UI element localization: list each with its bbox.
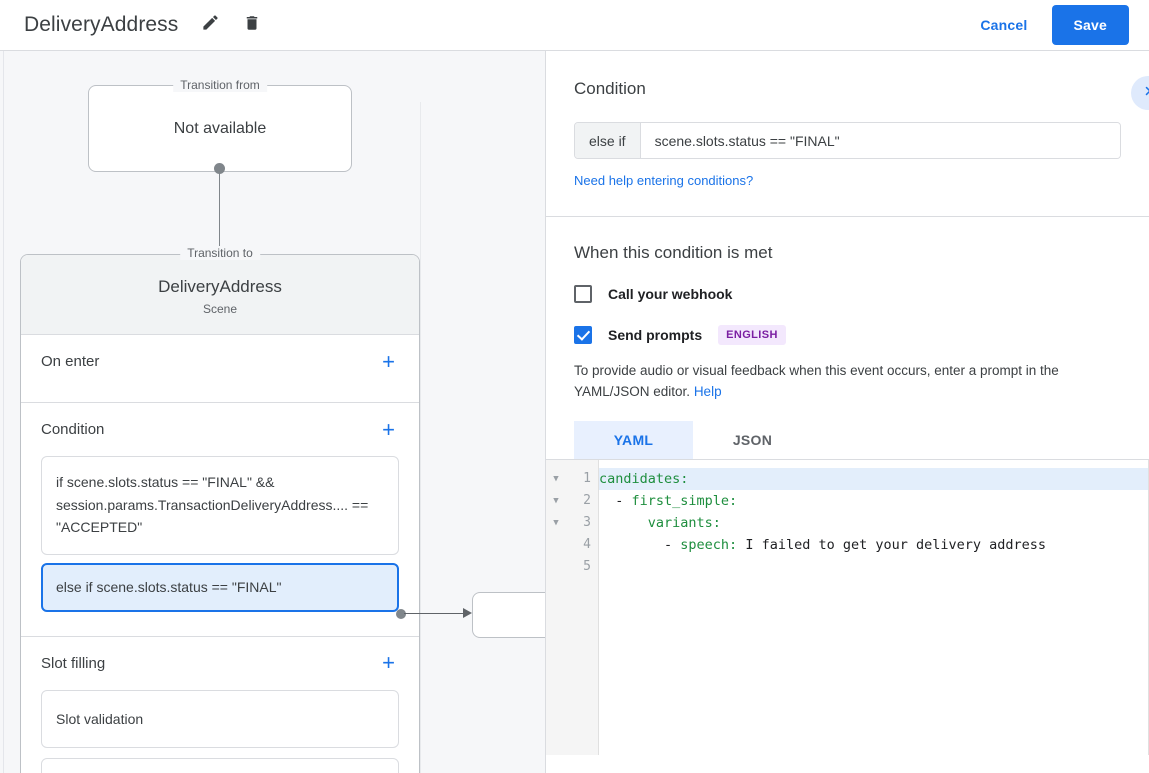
condition-expression-input[interactable] (640, 123, 1120, 158)
code-indent (599, 515, 648, 531)
code-value: I failed to get your delivery address (737, 536, 1047, 553)
add-slot-filling-button[interactable]: + (382, 650, 395, 676)
condition-item-selected[interactable]: else if scene.slots.status == "FINAL" (41, 563, 399, 612)
code-line[interactable]: - first_simple: (599, 490, 1149, 512)
fold-arrow-icon[interactable]: ▼ (553, 473, 559, 484)
code-line[interactable]: - speech: I failed to get your delivery … (599, 534, 1149, 556)
section-condition-header: Condition + (41, 403, 399, 456)
scene-title: DeliveryAddress (158, 277, 282, 296)
call-webhook-checkbox[interactable] (574, 285, 592, 303)
slot-filling-item[interactable]: TransactionDeliveryAddress (41, 758, 399, 773)
condition-item[interactable]: if scene.slots.status == "FINAL" && sess… (41, 456, 399, 556)
cancel-button[interactable]: Cancel (968, 8, 1039, 42)
tab-yaml[interactable]: YAML (574, 420, 693, 459)
page-title: DeliveryAddress (24, 13, 179, 36)
condition-output-line (404, 613, 466, 614)
section-on-enter-header: On enter + (41, 335, 399, 388)
trash-icon (243, 14, 261, 37)
slot-filling-item[interactable]: Slot validation (41, 689, 399, 749)
editor-gutter: ▼ 1 ▼ 2 ▼ 3 4 5 (546, 459, 599, 755)
condition-prefix-label: else if (575, 123, 641, 158)
line-number: 4 (583, 537, 591, 553)
yaml-editor[interactable]: ▼ 1 ▼ 2 ▼ 3 4 5 candidates: - first_si (546, 458, 1149, 755)
section-condition: Condition + if scene.slots.status == "FI… (21, 403, 419, 637)
code-line[interactable]: candidates: (599, 467, 1149, 490)
condition-block: Condition else if Need help entering con… (546, 51, 1149, 217)
add-on-enter-button[interactable]: + (382, 348, 395, 374)
webhook-row[interactable]: Call your webhook (574, 285, 1121, 303)
code-line[interactable] (599, 556, 1149, 578)
scene-card-header: DeliveryAddress Scene (21, 255, 419, 335)
code-line[interactable]: variants: (599, 512, 1149, 534)
target-node-card[interactable] (472, 592, 545, 638)
code-key: candidates: (599, 470, 689, 487)
condition-heading: Condition (574, 79, 646, 98)
tab-json[interactable]: JSON (732, 431, 773, 448)
canvas-left-edge (3, 51, 4, 773)
when-condition-met-block: When this condition is met Call your web… (546, 217, 1149, 459)
condition-output-arrow-icon (463, 608, 472, 618)
language-badge: ENGLISH (718, 325, 786, 345)
condition-help-link[interactable]: Need help entering conditions? (574, 173, 754, 188)
condition-input-group[interactable]: else if (574, 122, 1121, 159)
transition-from-value: Not available (173, 119, 267, 137)
chevron-right-icon (1139, 82, 1149, 105)
scene-card[interactable]: DeliveryAddress Scene On enter + Conditi… (20, 254, 420, 773)
line-number: 5 (583, 559, 591, 575)
gutter-line[interactable]: 5 (546, 556, 598, 578)
expand-panel-button[interactable] (1131, 76, 1149, 110)
transition-from-card[interactable]: Transition from Not available (88, 78, 352, 172)
code-key: variants: (647, 514, 721, 531)
scene-subtitle: Scene (202, 302, 238, 316)
code-key: speech: (680, 536, 738, 553)
gutter-line[interactable]: ▼ 2 (546, 490, 598, 512)
delete-button[interactable] (234, 7, 270, 43)
line-number: 2 (583, 493, 591, 509)
condition-output-port[interactable] (396, 609, 406, 619)
section-condition-title: Condition (41, 421, 105, 438)
gutter-line[interactable]: ▼ 1 (546, 468, 598, 490)
prompts-note: To provide audio or visual feedback when… (574, 361, 1121, 403)
gutter-line[interactable]: 4 (546, 534, 598, 556)
canvas-grid-line (420, 102, 421, 773)
send-prompts-checkbox[interactable] (574, 326, 592, 344)
code-key: first_simple: (631, 492, 738, 509)
call-webhook-label[interactable]: Call your webhook (608, 286, 733, 302)
fold-arrow-icon[interactable]: ▼ (553, 495, 559, 506)
section-slot-filling-title: Slot filling (41, 654, 106, 672)
section-on-enter: On enter + (21, 335, 419, 403)
transition-from-legend: Transition from (173, 78, 267, 92)
edit-button[interactable] (192, 7, 228, 43)
code-indent: - (599, 492, 632, 509)
editor-format-tabs: YAML JSON (574, 420, 1121, 459)
prompts-note-text: To provide audio or visual feedback when… (574, 363, 1059, 399)
save-button[interactable]: Save (1051, 5, 1129, 45)
section-slot-filling: Slot filling + Slot validation Transacti… (21, 637, 419, 773)
flow-canvas[interactable]: Transition from Not available Transition… (0, 51, 545, 773)
connector-dot (214, 163, 225, 174)
section-slot-filling-header: Slot filling + (41, 637, 399, 690)
section-on-enter-title: On enter (41, 353, 100, 370)
transition-to-legend: Transition to (180, 246, 260, 260)
send-prompts-row[interactable]: Send prompts ENGLISH (574, 325, 1121, 345)
when-condition-met-heading: When this condition is met (574, 243, 773, 262)
fold-arrow-icon[interactable]: ▼ (553, 517, 559, 528)
top-app-bar: DeliveryAddress Cancel Save (0, 0, 1149, 51)
pencil-icon (201, 13, 220, 37)
add-condition-button[interactable]: + (382, 416, 395, 442)
prompts-help-link[interactable]: Help (693, 383, 722, 399)
editor-code-area[interactable]: candidates: - first_simple: variants: - … (599, 459, 1149, 755)
gutter-line[interactable]: ▼ 3 (546, 512, 598, 534)
details-panel: Condition else if Need help entering con… (545, 51, 1149, 773)
connector-line (219, 172, 220, 252)
send-prompts-label[interactable]: Send prompts (608, 327, 703, 343)
line-number: 3 (583, 515, 591, 531)
code-indent: - (599, 536, 681, 553)
line-number: 1 (583, 471, 591, 487)
